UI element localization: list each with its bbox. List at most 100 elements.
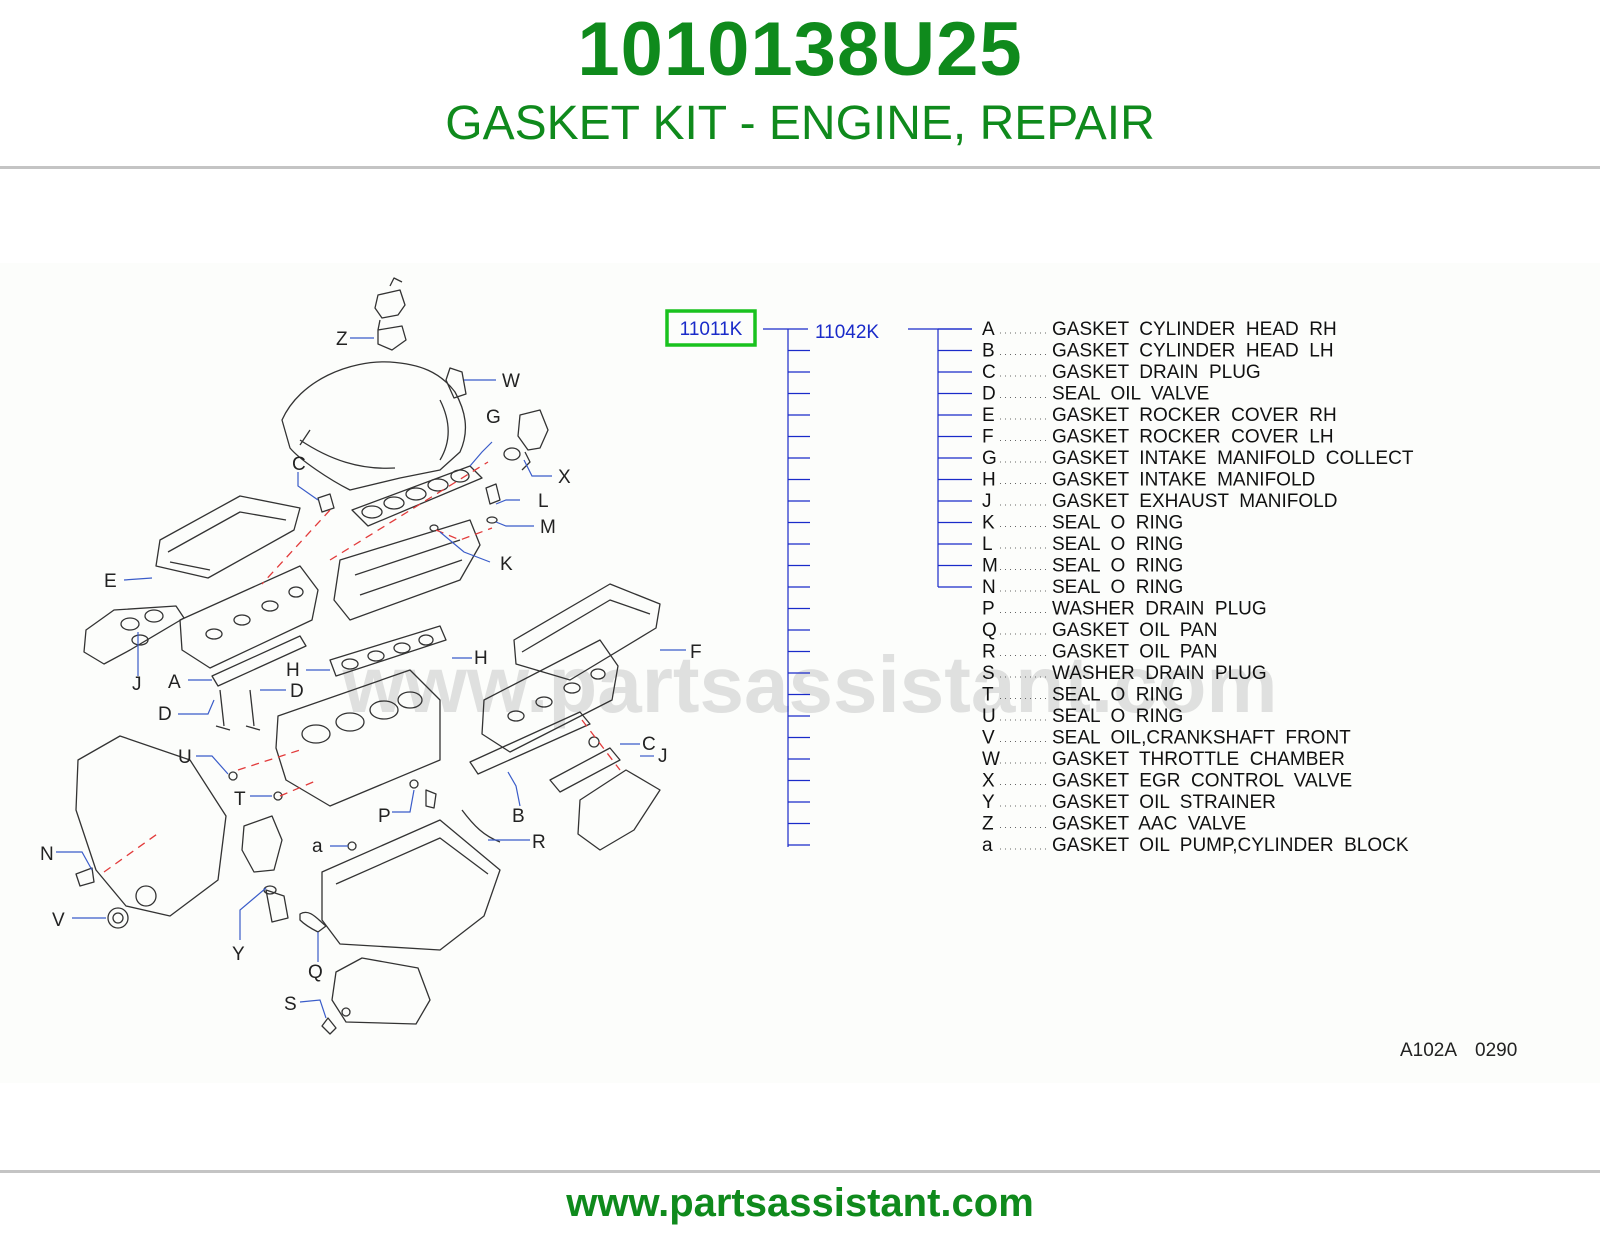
callout-letter: V (52, 910, 65, 931)
legend-key: N (982, 577, 996, 598)
aac-valve-part (374, 277, 406, 331)
callout-letter: G (486, 407, 501, 428)
callout-letter: P (378, 806, 391, 827)
head-gasket-lh-part (469, 711, 591, 775)
legend-label: GASKET CYLINDER HEAD RH (1052, 319, 1337, 340)
kit-highlight-box[interactable] (665, 309, 757, 347)
legend-key: D (982, 384, 996, 405)
legend-label: SEAL O RING (1052, 685, 1183, 706)
callout-letter: Z (336, 329, 348, 350)
callout-letter: H (286, 660, 300, 681)
legend-label: GASKET THROTTLE CHAMBER (1052, 749, 1345, 770)
lower-intake-detail (354, 539, 463, 596)
legend-key: a (982, 835, 993, 856)
oil-pan-upper-part (321, 819, 501, 951)
legend-key: E (982, 405, 995, 426)
rocker-cover-lh-part (513, 583, 661, 681)
legend-label: SEAL O RING (1052, 556, 1183, 577)
callout-letter: B (512, 806, 525, 827)
callout-letter: R (532, 832, 546, 853)
cylinder-head-rh-part (179, 565, 319, 669)
callout-letter: a (312, 836, 323, 857)
oil-pump-gasket-part (347, 841, 357, 851)
oil-pan-lower-part (331, 957, 431, 1025)
callout-letter: E (104, 571, 117, 592)
exhaust-manifold-lh-part (549, 747, 621, 793)
exhaust-pipe-lh-part (577, 769, 661, 851)
exhaust-rh-ports (120, 609, 164, 646)
header-divider (0, 166, 1600, 169)
callout-letter: D (290, 681, 304, 702)
o-ring-u-part (228, 771, 238, 781)
legend-key: S (982, 663, 995, 684)
subkit-code[interactable]: 11042K (815, 322, 879, 343)
callout-letter: Y (232, 944, 245, 965)
kit-code[interactable]: 11011K (680, 319, 743, 340)
rocker-cover-lh-detail (521, 599, 651, 653)
crank-seal-part (107, 907, 129, 929)
callout-letter: W (502, 371, 520, 392)
oil-pan-upper-detail (335, 837, 489, 885)
legend-label: GASKET OIL PUMP,CYLINDER BLOCK (1052, 835, 1409, 856)
legend-key: Z (982, 814, 994, 835)
legend-label: SEAL O RING (1052, 513, 1183, 534)
o-ring-t-part (273, 791, 283, 801)
legend-label: GASKET DRAIN PLUG (1052, 362, 1261, 383)
legend-key: M (982, 556, 998, 577)
valve-d1-part (215, 689, 231, 731)
legend-label: SEAL O RING (1052, 577, 1183, 598)
cylinder-head-lh-ports (507, 668, 606, 722)
legend-label: GASKET ROCKER COVER RH (1052, 405, 1337, 426)
part-number: 1010138U25 (577, 7, 1023, 92)
engine-drawing (75, 277, 661, 1035)
cylinder-block-bores (301, 691, 423, 744)
footer-divider (0, 1170, 1600, 1173)
o-ring-m-part (486, 516, 498, 524)
ref-code-secondary: 0290 (1475, 1040, 1518, 1061)
legend-label: GASKET EXHAUST MANIFOLD (1052, 491, 1337, 512)
legend-label: GASKET CYLINDER HEAD LH (1052, 341, 1334, 362)
drain-washer-p-part (409, 779, 419, 789)
callout-letter: H (474, 648, 488, 669)
intake-gasket-h-ports (341, 634, 434, 670)
legend-label: GASKET INTAKE MANIFOLD (1052, 470, 1315, 491)
legend-label: SEAL OIL VALVE (1052, 384, 1209, 405)
o-ring-l-part (485, 483, 501, 505)
watermark: www.partsassistant.com (341, 640, 1277, 729)
legend-key: W (982, 749, 1000, 770)
legend-key: J (982, 491, 992, 512)
callout-letter: C (642, 734, 656, 755)
legend-key: F (982, 427, 994, 448)
legend-key: T (982, 685, 994, 706)
cylinder-head-lh-part (481, 639, 619, 753)
drain-plug-s-part (321, 1017, 337, 1035)
header: 1010138U25 GASKET KIT - ENGINE, REPAIR (0, 0, 1600, 168)
assembly-dashes (103, 461, 621, 873)
callout-letter: K (500, 554, 513, 575)
drain-washer-s-part (341, 1007, 351, 1017)
legend-key: K (982, 513, 995, 534)
legend-key: U (982, 706, 996, 727)
legend-label: SEAL O RING (1052, 534, 1183, 555)
oil-strainer-part (241, 815, 283, 873)
subkit-tree-branches (937, 328, 972, 588)
callout-letter: J (132, 674, 142, 695)
front-cover-seal-bore (135, 885, 157, 907)
legend-label: GASKET OIL PAN (1052, 620, 1217, 641)
legend-key: B (982, 341, 995, 362)
crank-seal-inner (112, 912, 124, 924)
egr-valve-part (517, 409, 549, 471)
legend-key: C (982, 362, 996, 383)
footer-url[interactable]: www.partsassistant.com (566, 1181, 1034, 1225)
head-gasket-rh-part (211, 635, 307, 687)
legend-key: P (982, 599, 995, 620)
drain-plug-p-part (425, 789, 437, 809)
intake-collector-detail (299, 399, 449, 469)
callout-letter: N (40, 844, 54, 865)
cylinder-head-rh-ports (205, 586, 304, 640)
legend-label: GASKET ROCKER COVER LH (1052, 427, 1334, 448)
callout-letter: T (234, 789, 246, 810)
